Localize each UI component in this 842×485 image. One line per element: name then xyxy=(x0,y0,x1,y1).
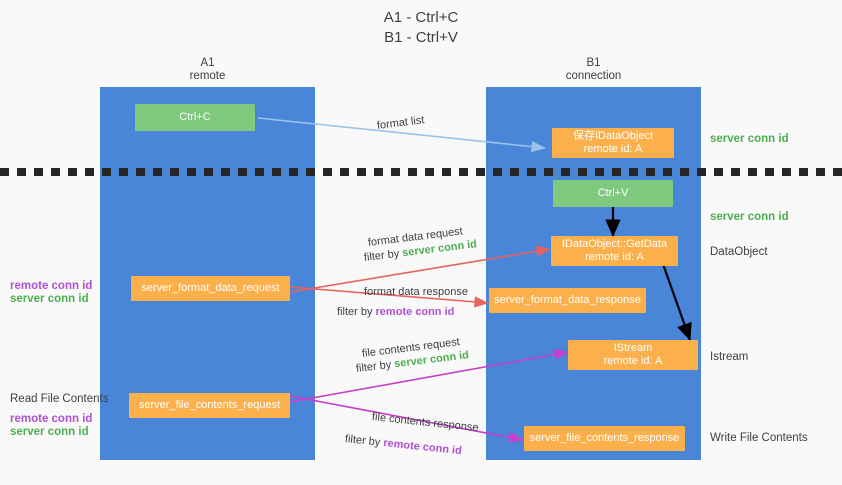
phase-divider xyxy=(0,168,842,176)
box-server-file-contents-request[interactable]: server_file_contents_request xyxy=(129,393,290,418)
filter-prefix: filter by xyxy=(344,433,384,449)
note-dataobject: DataObject xyxy=(710,246,768,258)
note-server-conn-id-low: server conn id xyxy=(10,426,89,438)
box-server-file-contents-response[interactable]: server_file_contents_response xyxy=(524,426,685,451)
filter-prefix: filter by xyxy=(337,306,376,318)
note-server-conn-id-top: server conn id xyxy=(710,133,789,145)
note-istream: Istream xyxy=(710,351,749,363)
note-remote-conn-id-mid: remote conn id xyxy=(10,280,93,292)
box-ctrl-c[interactable]: Ctrl+C xyxy=(135,104,255,131)
box-getdata[interactable]: IDataObject::GetData remote id: A xyxy=(551,236,678,266)
box-server-format-data-request[interactable]: server_format_data_request xyxy=(131,276,290,301)
filter-prefix: filter by xyxy=(355,358,395,375)
box-save-dataobject[interactable]: 保存IDataObject remote id: A xyxy=(552,128,674,158)
box-server-format-data-response[interactable]: server_format_data_response xyxy=(489,288,646,313)
label-format-data-response: format data response xyxy=(364,286,468,298)
diagram-title: A1 - Ctrl+C B1 - Ctrl+V xyxy=(383,9,459,46)
box-istream[interactable]: IStream remote id: A xyxy=(568,340,698,370)
filter-value-remote-conn-id: remote conn id xyxy=(375,306,455,318)
filter-value-remote-conn-id: remote conn id xyxy=(382,437,463,458)
label-file-contents-response-filter: filter by remote conn id xyxy=(344,432,462,458)
column-header-a1: A1 remote xyxy=(189,57,226,82)
note-server-conn-id-mid-left: server conn id xyxy=(10,293,89,305)
note-server-conn-id-mid: server conn id xyxy=(710,211,789,223)
note-read-file-contents: Read File Contents xyxy=(10,393,109,405)
filter-prefix: filter by xyxy=(363,247,403,264)
box-ctrl-v[interactable]: Ctrl+V xyxy=(553,180,673,207)
label-file-contents-response: file contents response xyxy=(371,411,480,435)
column-header-b1: B1 connection xyxy=(565,57,622,82)
note-write-file-contents: Write File Contents xyxy=(710,432,808,444)
label-format-list: format list xyxy=(376,114,426,132)
note-remote-conn-id-low: remote conn id xyxy=(10,413,93,425)
label-format-data-response-filter: filter by remote conn id xyxy=(337,305,454,319)
